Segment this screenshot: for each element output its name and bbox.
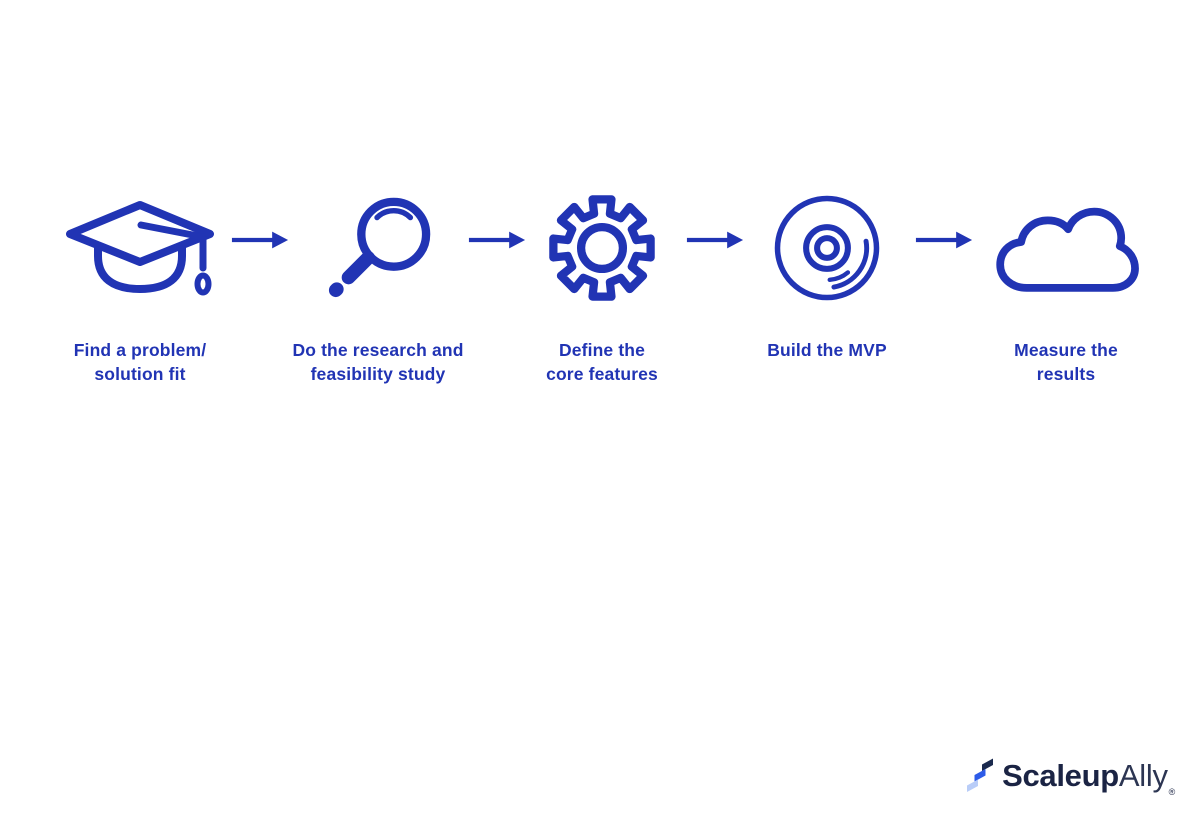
flow-arrow (912, 185, 976, 310)
step-label: Find a problem/ solution fit (74, 338, 207, 386)
cloud-icon (995, 207, 1139, 292)
flow-arrow (231, 185, 289, 310)
step-icon-area (280, 185, 476, 310)
registered-trademark-symbol: ® (1168, 786, 1176, 797)
step-label: Do the research and feasibility study (292, 338, 463, 386)
step-label-line: Measure the (1014, 340, 1118, 360)
right-arrow-icon (915, 231, 973, 249)
step-icon-area (40, 185, 240, 310)
step-label: Measure the results (1014, 338, 1118, 386)
magnifying-glass-icon (328, 197, 431, 297)
step-label-line: results (1036, 364, 1096, 384)
process-flow: Find a problem/ solution fit Do the rese… (0, 185, 1200, 386)
flow-arrow (686, 185, 743, 310)
right-arrow-icon (686, 231, 743, 249)
compact-disc-icon (774, 195, 880, 300)
step-label-line: solution fit (94, 364, 186, 384)
step-icon-area (976, 185, 1156, 310)
logo-text-scaleup: Scaleup (1002, 757, 1119, 793)
logo-text-ally: Ally (1118, 757, 1168, 793)
step-label: Define the core features (546, 338, 658, 386)
scaleupally-logo: ScaleupAlly® (967, 757, 1175, 797)
step-label-line: core features (546, 364, 658, 384)
step-label-line: Find a problem/ (73, 340, 207, 360)
step-build-mvp: Build the MVP (742, 185, 912, 362)
step-icon-area (742, 185, 912, 310)
step-icon-area (517, 185, 687, 310)
right-arrow-icon (468, 231, 525, 249)
step-define-features: Define the core features (517, 185, 687, 386)
step-label-line: Build the MVP (767, 340, 887, 360)
step-label: Build the MVP (767, 338, 887, 362)
right-arrow-icon (231, 231, 289, 249)
scaleupally-logo-text: ScaleupAlly® (1002, 757, 1175, 797)
step-measure-results: Measure the results (976, 185, 1156, 386)
flow-arrow (468, 185, 525, 310)
graduation-cap-icon (66, 200, 214, 295)
step-label-line: Do the research and (292, 340, 464, 360)
step-label-line: Define the (558, 340, 646, 360)
step-research: Do the research and feasibility study (280, 185, 476, 386)
gear-icon (549, 194, 655, 301)
scaleupally-logo-mark-icon (967, 758, 994, 792)
step-find-problem: Find a problem/ solution fit (40, 185, 240, 386)
step-label-line: feasibility study (310, 364, 446, 384)
